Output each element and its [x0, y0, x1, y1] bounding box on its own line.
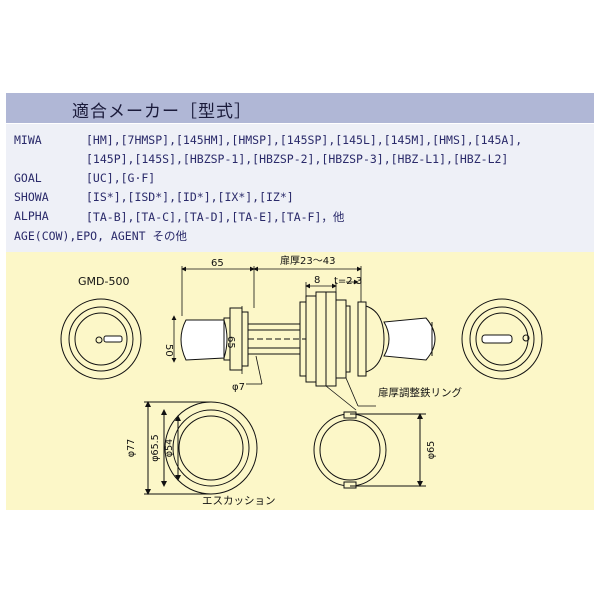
front-view-right [461, 298, 543, 380]
dim-50: 50 [163, 344, 174, 357]
maker-models: [UC],[G·F] [86, 171, 156, 185]
dim-door-thickness: 扉厚23～43 [280, 254, 335, 267]
front-view-left [60, 298, 142, 380]
page-title: 適合メーカー［型式］ [72, 102, 252, 122]
maker-models: [IS*],[ISD*],[ID*],[IX*],[IZ*] [86, 190, 294, 204]
dim-phi54: φ54 [164, 439, 175, 457]
drawing-svg: GMD-500 [60, 254, 543, 507]
dim-phi7: φ7 [232, 382, 245, 393]
dim-t: t=2.3 [334, 276, 362, 287]
side-view [180, 291, 436, 387]
technical-drawing: GMD-500 [6, 252, 594, 510]
escutcheon-label: エスカッション [202, 495, 276, 507]
dim-65-top: 65 [211, 258, 224, 269]
maker-list: MIWA [HM],[7HMSP],[145HM],[HMSP],[145SP]… [6, 124, 594, 252]
header-band: 適合メーカー［型式］ [6, 93, 594, 123]
maker-models: [145P],[145S],[HBZSP-1],[HBZSP-2],[HBZSP… [86, 152, 509, 166]
model-label: GMD-500 [78, 275, 129, 288]
other-makers: AGE(COW),EPO, AGENT その他 [14, 229, 187, 243]
maker-name: GOAL [14, 171, 42, 185]
escutcheon-view [144, 401, 258, 495]
dim-8: 8 [314, 275, 320, 286]
dim-65-side: 65 [225, 336, 236, 349]
maker-models: [TA-B],[TA-C],[TA-D],[TA-E],[TA-F]，他 [86, 210, 345, 224]
ring-label: 扉厚調整鉄リング [378, 386, 462, 399]
dimension-lines [171, 266, 376, 411]
ring-view [313, 411, 426, 489]
dim-phi65-5: φ65.5 [150, 434, 161, 461]
dim-phi77: φ77 [126, 439, 137, 457]
maker-name: ALPHA [14, 209, 49, 223]
maker-models: [HM],[7HMSP],[145HM],[HMSP],[145SP],[145… [86, 133, 523, 147]
dim-phi65: φ65 [426, 441, 437, 459]
maker-name: SHOWA [14, 190, 49, 204]
maker-name: MIWA [14, 133, 42, 147]
